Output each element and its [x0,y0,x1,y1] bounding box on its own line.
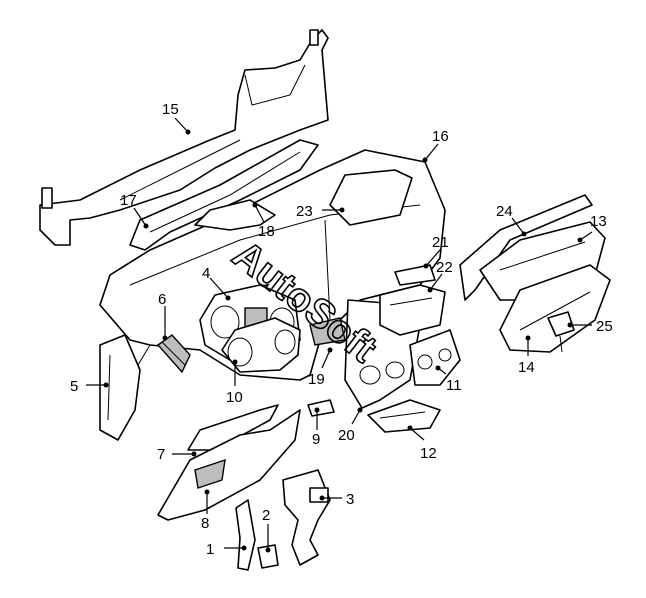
callout-labels: 1 2 3 4 5 6 7 8 9 10 11 12 13 [70,101,613,558]
callout-9: 9 [312,431,320,448]
callout-13: 13 [590,213,607,230]
callout-19: 19 [308,371,325,388]
part-8-knee-panel [157,409,301,521]
callout-20: 20 [338,427,355,444]
callout-6: 6 [158,291,166,308]
callout-22: 22 [436,259,453,276]
callout-23: 23 [296,203,313,220]
part-14-glovebox-door [499,264,611,353]
part-9-bracket [307,399,335,417]
callout-11: 11 [446,377,462,394]
part-19-centre-vent [309,317,346,346]
callout-8: 8 [201,515,209,532]
callout-18: 18 [258,223,275,240]
callout-2: 2 [262,507,270,524]
part-25-glovebox-lock [547,311,575,353]
callout-24: 24 [496,203,513,220]
callout-1: 1 [206,541,214,558]
callout-12: 12 [420,445,437,462]
callout-5: 5 [70,378,78,395]
part-15-crossmember-beam [39,29,329,246]
part-11-climate-control [409,329,461,386]
part-17-upper-trim [129,139,319,251]
callout-17: 17 [120,192,137,209]
callout-21: 21 [432,234,449,251]
callout-14: 14 [518,359,535,376]
callout-25: 25 [596,318,613,335]
part-22-radio-unit [379,284,446,336]
callout-7: 7 [157,446,165,463]
part-10-cluster-bezel [221,317,301,373]
part-5-end-trim [99,334,141,441]
callout-15: 15 [162,101,179,118]
part-21-switch-panel [394,264,436,286]
callout-16: 16 [432,128,449,145]
part-23-airbag-module [329,169,413,226]
callout-4: 4 [202,265,210,282]
callout-3: 3 [346,491,354,508]
part-2-bracket [257,544,279,569]
part-24-glovebox-trim [459,194,593,301]
part-1-bracket [235,499,256,571]
callout-10: 10 [226,389,243,406]
part-3-mounting-bracket [282,469,331,566]
part-12-storage-tray [367,399,441,433]
